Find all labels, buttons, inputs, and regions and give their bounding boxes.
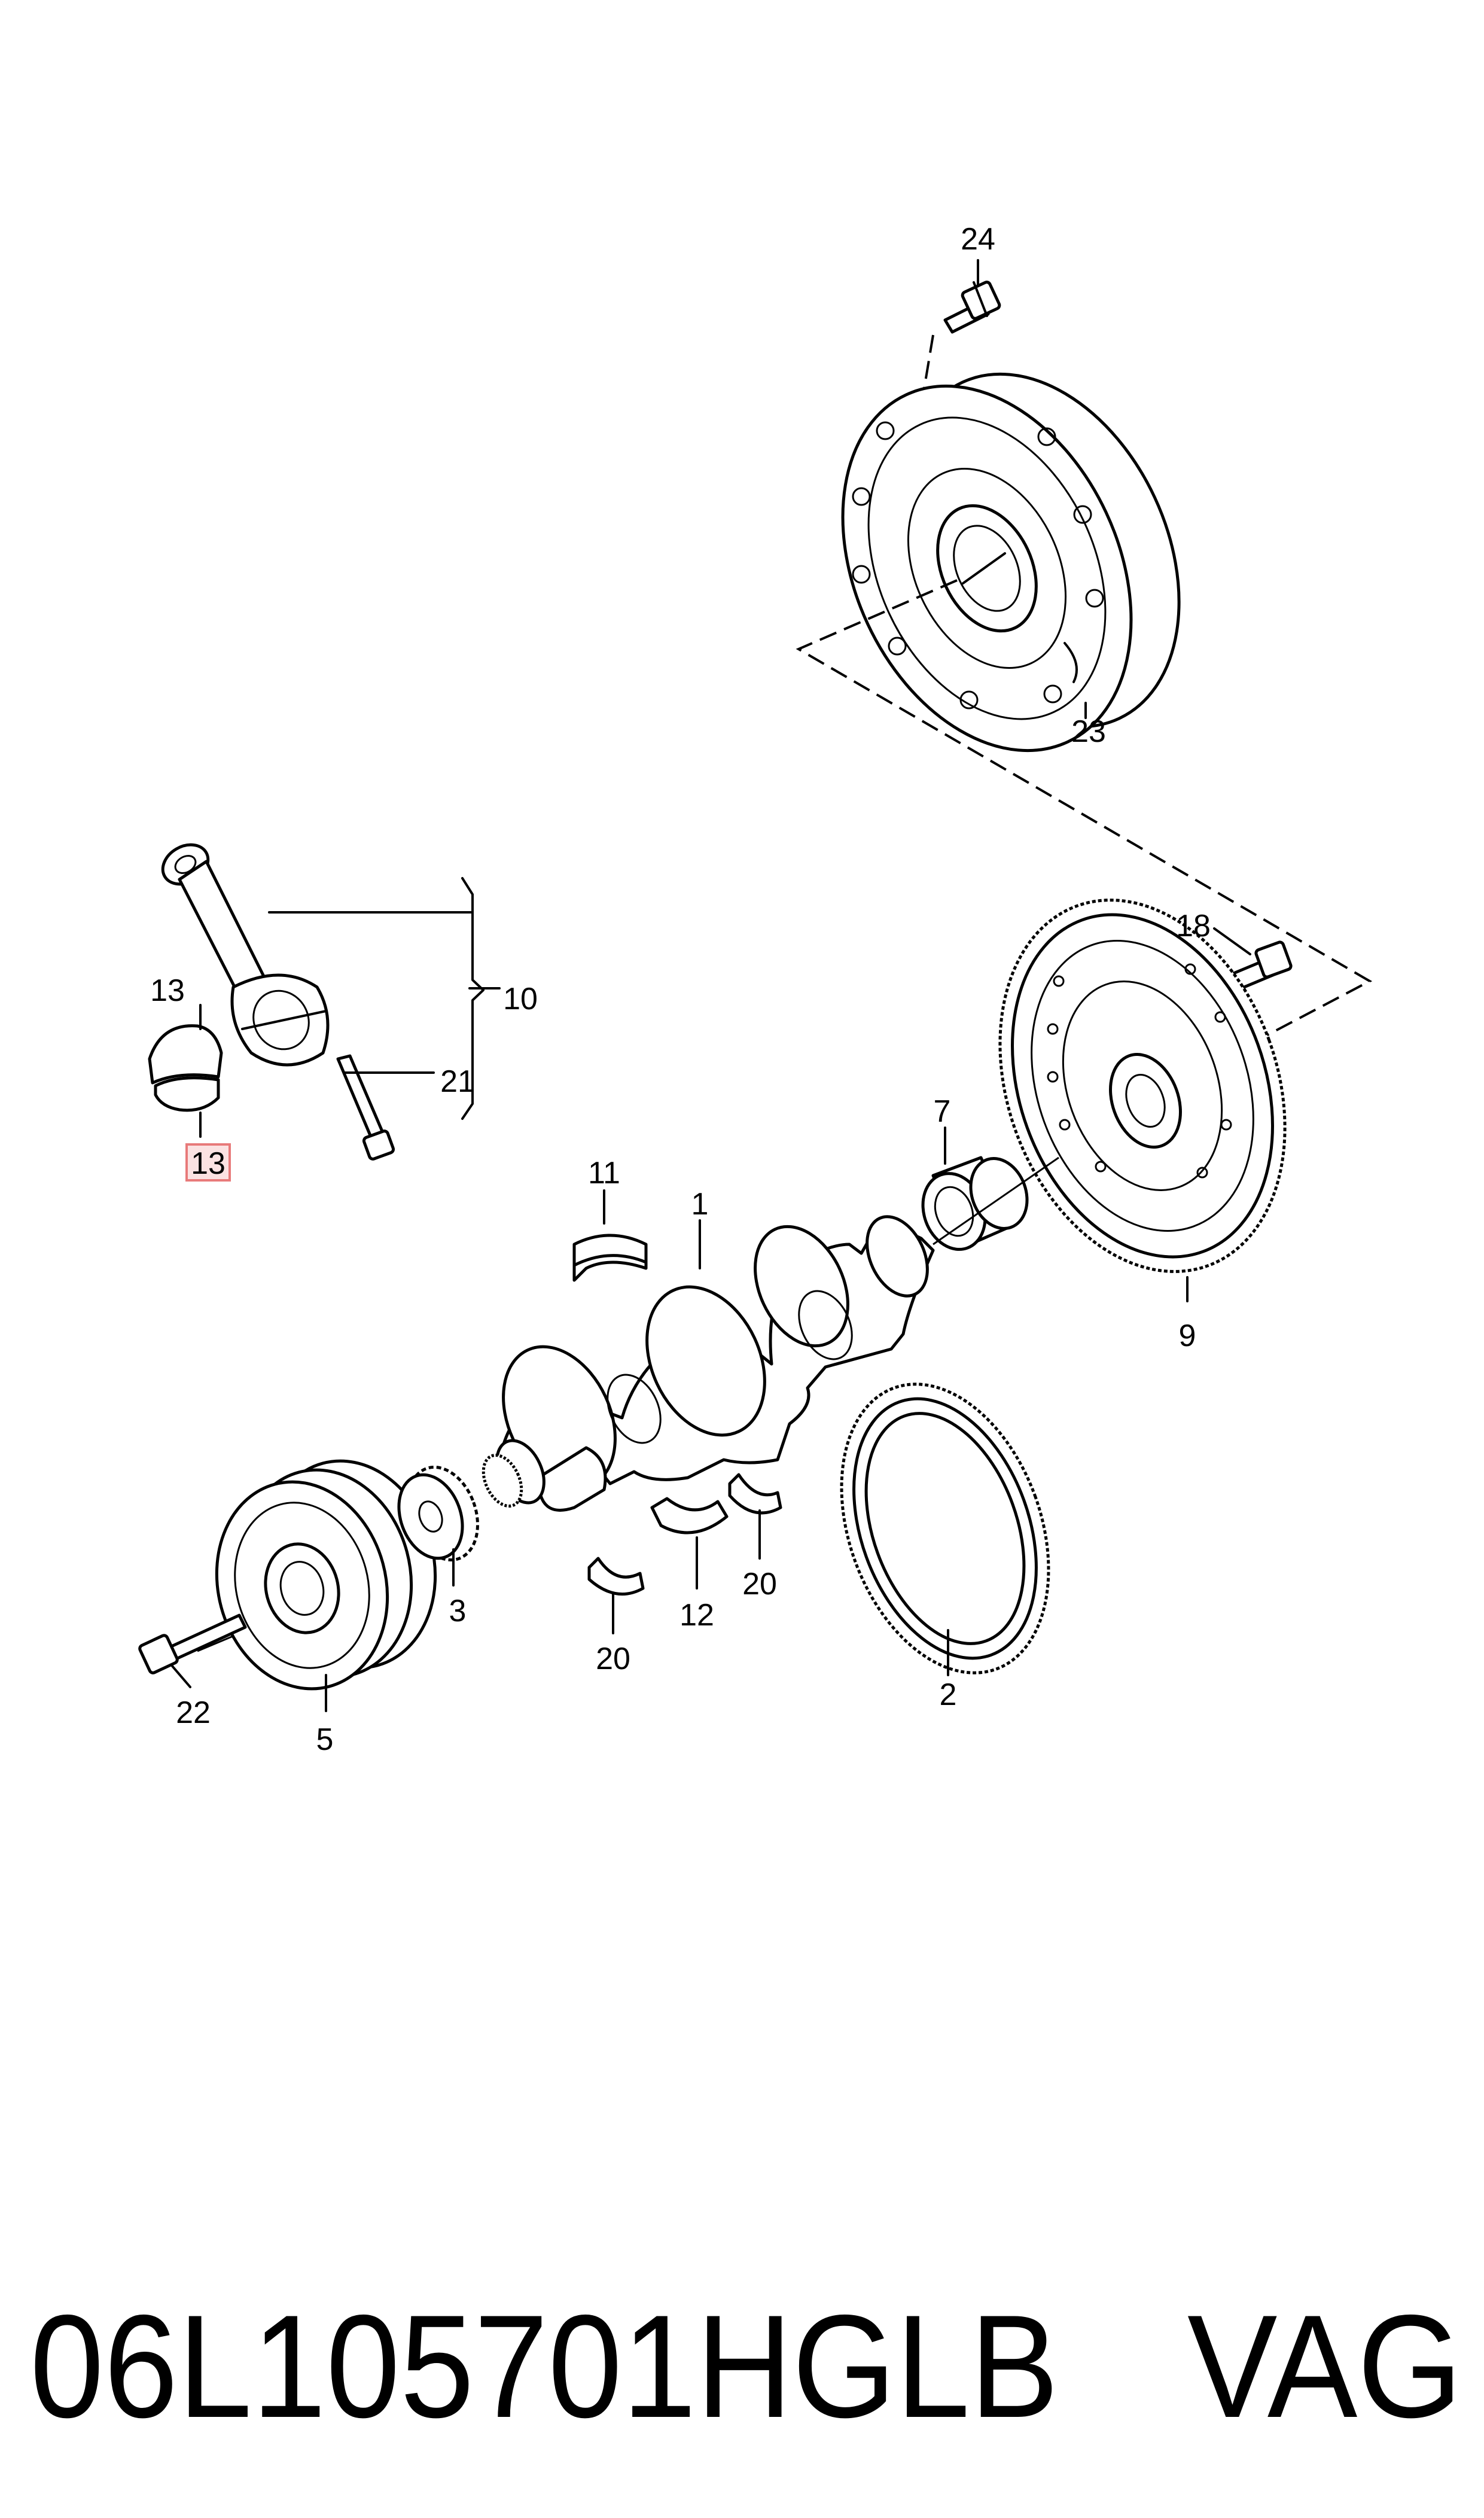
callout-22: 22 xyxy=(176,1695,211,1730)
alignment-line-lower xyxy=(796,579,1373,1042)
callout-11: 11 xyxy=(588,1156,620,1191)
callout-2: 2 xyxy=(940,1677,957,1712)
bearing-7 xyxy=(921,1156,1029,1251)
callout-5: 5 xyxy=(316,1722,334,1757)
pulley-5 xyxy=(215,1459,437,1691)
bolt-18 xyxy=(1227,940,1293,992)
callout-21: 21 xyxy=(440,1064,475,1099)
conrod-bolt-21 xyxy=(336,1054,395,1161)
callout-20a: 20 xyxy=(596,1642,630,1676)
bolt-22 xyxy=(138,1613,247,1674)
conrod-bearing-shell-13 xyxy=(148,1024,223,1112)
callout-12: 12 xyxy=(679,1598,714,1633)
crankshaft-1 xyxy=(482,1215,935,1512)
callout-20b: 20 xyxy=(742,1567,777,1601)
bearing-shell-12 xyxy=(650,1497,729,1534)
alignment-line-upper xyxy=(923,334,934,389)
callout-13b: 13 xyxy=(191,1146,226,1181)
dual-mass-flywheel-23 xyxy=(841,372,1181,753)
bracket-10 xyxy=(461,877,484,1120)
callout-18: 18 xyxy=(1176,909,1211,943)
thrust-washer-20a xyxy=(587,1557,645,1596)
part-number: 06L105701HGLB xyxy=(30,2284,1059,2448)
sprocket-gear-3 xyxy=(397,1466,479,1561)
thrust-washer-20b xyxy=(728,1473,782,1515)
bolt-24 xyxy=(943,281,1001,334)
callout-3: 3 xyxy=(449,1594,467,1628)
connecting-rod-10 xyxy=(161,843,330,1067)
callout-13a: 13 xyxy=(150,973,185,1008)
callout-7: 7 xyxy=(934,1094,951,1129)
leader-lines xyxy=(171,259,1251,1712)
drive-plate-9 xyxy=(998,899,1287,1273)
callout-10: 10 xyxy=(503,982,538,1016)
brand-name: VAG xyxy=(1187,2284,1462,2448)
ring-gear-2 xyxy=(840,1383,1050,1674)
callout-9: 9 xyxy=(1179,1319,1196,1353)
callout-23: 23 xyxy=(1071,714,1106,749)
callout-13b-highlight xyxy=(185,1143,231,1182)
bearing-shell-11-body xyxy=(572,1234,648,1267)
callout-1: 1 xyxy=(691,1187,709,1222)
callout-24: 24 xyxy=(961,222,995,257)
crank-axis-line xyxy=(933,1156,1059,1246)
